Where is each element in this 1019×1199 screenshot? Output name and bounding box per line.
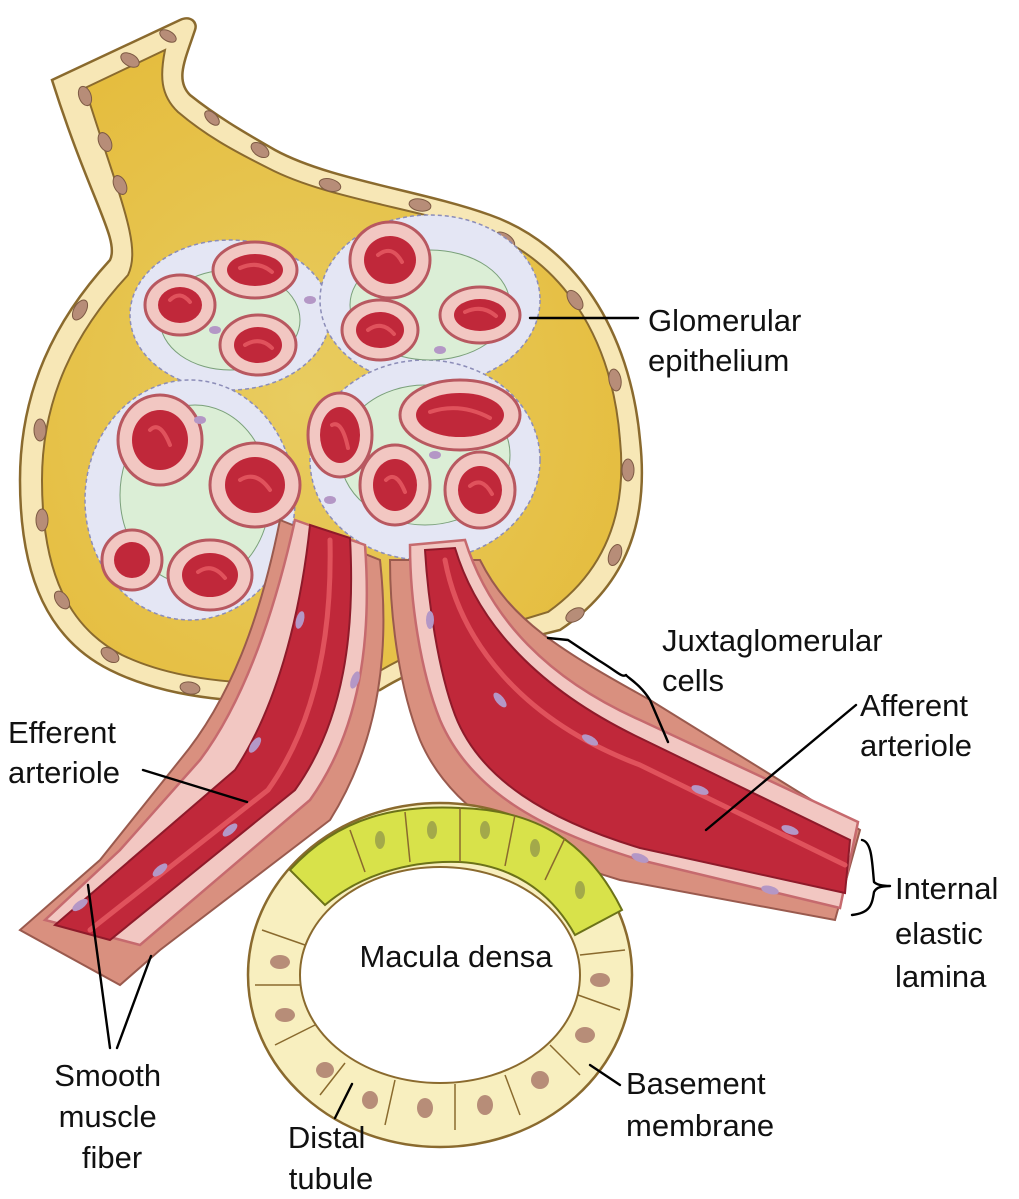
glomerulus: [84, 214, 541, 621]
labels: Glomerular epithelium Juxtaglomerular ce…: [8, 303, 1007, 1196]
label-afferent-arteriole: Afferent arteriole: [860, 688, 977, 763]
leader-lines: [86, 316, 892, 1120]
label-basement-membrane: Basement membrane: [626, 1066, 774, 1143]
leader-smooth-muscle-1: [86, 883, 112, 1050]
leader-efferent-arteriole: [141, 768, 249, 804]
capillary-loops: [100, 220, 522, 612]
brace-internal-elastic-lamina: [850, 838, 892, 917]
leader-smooth-muscle-2: [115, 954, 153, 1050]
leader-afferent-arteriole: [704, 703, 858, 832]
distal-tubule: [246, 801, 634, 1149]
label-efferent-arteriole: Efferent arteriole: [8, 715, 125, 790]
label-macula-densa: Macula densa: [359, 939, 553, 974]
label-distal-tubule: Distal tubule: [288, 1120, 374, 1196]
label-internal-elastic-lamina: Internal elastic lamina: [895, 871, 1007, 994]
leader-basement-membrane: [588, 1063, 622, 1087]
brace-juxtaglomerular-cells: [546, 636, 670, 744]
label-glomerular-epithelium: Glomerular epithelium: [648, 303, 810, 378]
label-smooth-muscle-fiber: Smooth muscle fiber: [54, 1058, 169, 1175]
macula-densa-cells: [288, 806, 624, 937]
capsule-nuclei: [33, 29, 635, 695]
tubule-lumen: [299, 866, 581, 1084]
label-juxtaglomerular-cells: Juxtaglomerular cells: [662, 623, 891, 698]
efferent-arteriole: [18, 518, 385, 987]
leader-distal-tubule: [333, 1082, 354, 1120]
